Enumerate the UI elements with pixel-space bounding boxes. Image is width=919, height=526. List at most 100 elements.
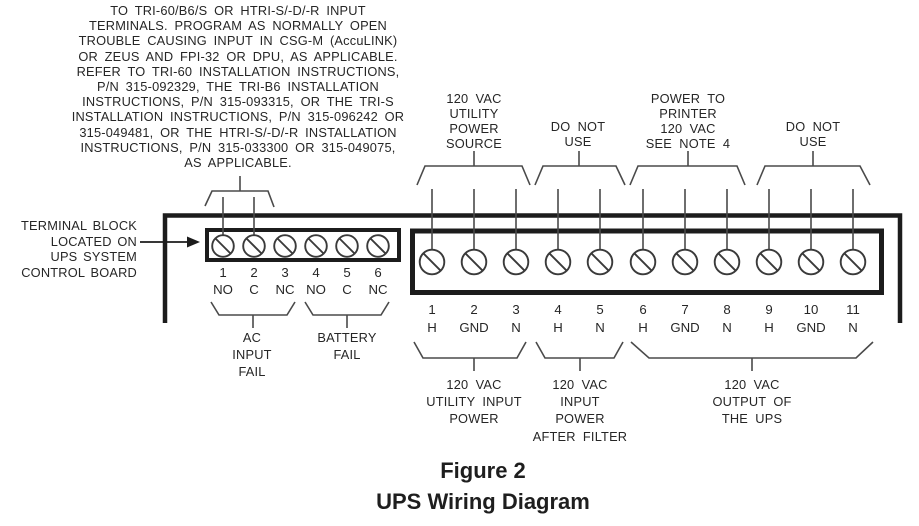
terminal-label: H bbox=[427, 320, 437, 335]
screw-terminal-icon bbox=[460, 248, 488, 276]
label-ac-input-fail: AC INPUT FAIL bbox=[182, 329, 322, 381]
terminal-label: NO bbox=[213, 282, 233, 297]
brace-utility-input-power bbox=[413, 341, 527, 371]
label-line: DO NOT bbox=[550, 119, 606, 134]
terminal-number: 10 bbox=[803, 302, 819, 317]
label-line: BATTERY bbox=[317, 330, 377, 345]
terminal-label: H bbox=[764, 320, 774, 335]
brace-input-after-filter bbox=[535, 341, 624, 371]
label-battery-fail: BATTERY FAIL bbox=[277, 329, 417, 363]
screw-terminal-icon bbox=[797, 248, 825, 276]
screw-terminal-icon bbox=[839, 248, 867, 276]
terminal-number: 7 bbox=[681, 302, 689, 317]
screw-terminal-icon bbox=[713, 248, 741, 276]
pointer-line: UPS SYSTEM bbox=[50, 249, 137, 265]
pointer-line: TERMINAL BLOCK bbox=[21, 218, 137, 233]
terminal-number: 6 bbox=[639, 302, 647, 317]
note-line: OR ZEUS AND FPI-32 OR DPU, AS APPLICABLE… bbox=[78, 48, 398, 64]
label-do-not-use-left: DO NOT USE bbox=[508, 119, 648, 149]
brace-output-of-ups bbox=[630, 341, 874, 371]
terminal-number: 5 bbox=[343, 265, 351, 280]
screw-terminal-icon bbox=[671, 248, 699, 276]
terminal-number: 8 bbox=[723, 302, 731, 317]
label-line: DO NOT bbox=[785, 119, 841, 134]
ups-enclosure-outline bbox=[162, 213, 903, 323]
label-input-power-after-filter: 120 VAC INPUT POWER AFTER FILTER bbox=[510, 376, 650, 445]
label-line: POWER bbox=[449, 411, 499, 427]
label-line: POWER bbox=[449, 121, 499, 136]
terminal-label: GND bbox=[459, 320, 489, 335]
brace-ac-input-fail bbox=[210, 301, 296, 328]
label-line: 120 VAC bbox=[446, 377, 502, 392]
terminal-label: GND bbox=[670, 320, 700, 335]
label-line: 120 VAC bbox=[552, 377, 608, 392]
label-line: SEE NOTE 4 bbox=[645, 136, 731, 151]
terminal-number: 3 bbox=[512, 302, 520, 317]
label-line: INPUT bbox=[560, 394, 600, 410]
main-block-screws bbox=[418, 248, 867, 276]
terminal-label: NO bbox=[306, 282, 326, 297]
label-utility-input-power: 120 VAC UTILITY INPUT POWER bbox=[404, 376, 544, 428]
terminal-number: 1 bbox=[428, 302, 436, 317]
note-line: INSTRUCTIONS, P/N 315-093315, OR THE TRI… bbox=[82, 94, 394, 110]
terminal-number: 9 bbox=[765, 302, 773, 317]
terminal-number: 1 bbox=[219, 265, 227, 280]
arrow-icon bbox=[140, 236, 200, 248]
pointer-line: CONTROL BOARD bbox=[21, 265, 137, 281]
screw-terminal-icon bbox=[335, 234, 359, 258]
terminal-number: 3 bbox=[281, 265, 289, 280]
brace-utility-power-source bbox=[416, 151, 531, 186]
label-power-to-printer: POWER TO PRINTER 120 VAC SEE NOTE 4 bbox=[618, 91, 758, 151]
label-line: FAIL bbox=[238, 364, 266, 380]
terminal-number: 4 bbox=[554, 302, 562, 317]
screw-terminal-icon bbox=[544, 248, 572, 276]
screw-terminal-icon bbox=[242, 234, 266, 258]
screw-terminal-icon bbox=[273, 234, 297, 258]
terminal-label: NC bbox=[368, 282, 388, 297]
small-block-screws bbox=[211, 234, 390, 258]
label-line: UTILITY INPUT bbox=[426, 394, 522, 410]
terminal-label: H bbox=[553, 320, 563, 335]
label-line: UTILITY bbox=[449, 106, 499, 121]
note-line: TO TRI-60/B6/S OR HTRI-S/-D/-R INPUT bbox=[110, 3, 366, 18]
note-line: TERMINALS. PROGRAM AS NORMALLY OPEN bbox=[89, 18, 387, 34]
wires-small-block bbox=[222, 197, 255, 237]
terminal-number: 11 bbox=[846, 302, 860, 317]
terminal-label: N bbox=[848, 320, 858, 335]
label-line: THE UPS bbox=[721, 411, 783, 427]
figure-caption-title: UPS Wiring Diagram bbox=[376, 488, 590, 514]
terminal-label: C bbox=[342, 282, 352, 297]
screw-terminal-icon bbox=[418, 248, 446, 276]
label-do-not-use-right: DO NOT USE bbox=[743, 119, 883, 149]
note-line: REFER TO TRI-60 INSTALLATION INSTRUCTION… bbox=[76, 63, 400, 79]
label-utility-power-source: 120 VAC UTILITY POWER SOURCE bbox=[404, 91, 544, 151]
terminal-label: N bbox=[722, 320, 732, 335]
pointer-line: LOCATED ON bbox=[50, 233, 137, 249]
screw-terminal-icon bbox=[304, 234, 328, 258]
brace-do-not-use-right bbox=[756, 151, 871, 186]
wires-main-block bbox=[431, 189, 854, 251]
screw-terminal-icon bbox=[629, 248, 657, 276]
figure-caption-number: Figure 2 bbox=[440, 458, 526, 483]
terminal-number: 5 bbox=[596, 302, 604, 317]
terminal-number: 2 bbox=[250, 265, 258, 280]
terminal-label: N bbox=[595, 320, 605, 335]
note-line: INSTALLATION INSTRUCTIONS, P/N 315-09624… bbox=[71, 109, 405, 125]
terminal-number: 4 bbox=[312, 265, 320, 280]
note-line: TROUBLE CAUSING INPUT IN CSG-M (AccuLINK… bbox=[78, 33, 398, 49]
screw-terminal-icon bbox=[586, 248, 614, 276]
label-line: SOURCE bbox=[446, 136, 502, 151]
brace-do-not-use-left bbox=[534, 151, 626, 186]
terminal-label: NC bbox=[275, 282, 295, 297]
label-line: OUTPUT OF bbox=[712, 394, 792, 410]
label-line: 120 VAC bbox=[446, 91, 502, 106]
screw-terminal-icon bbox=[502, 248, 530, 276]
screw-terminal-icon bbox=[755, 248, 783, 276]
brace-power-to-printer bbox=[629, 151, 746, 186]
terminal-number: 6 bbox=[374, 265, 382, 280]
note-text: TO TRI-60/B6/S OR HTRI-S/-D/-R INPUT TER… bbox=[60, 3, 416, 170]
note-line: P/N 315-092329, THE TRI-B6 INSTALLATION bbox=[96, 79, 379, 95]
terminal-label: N bbox=[511, 320, 521, 335]
